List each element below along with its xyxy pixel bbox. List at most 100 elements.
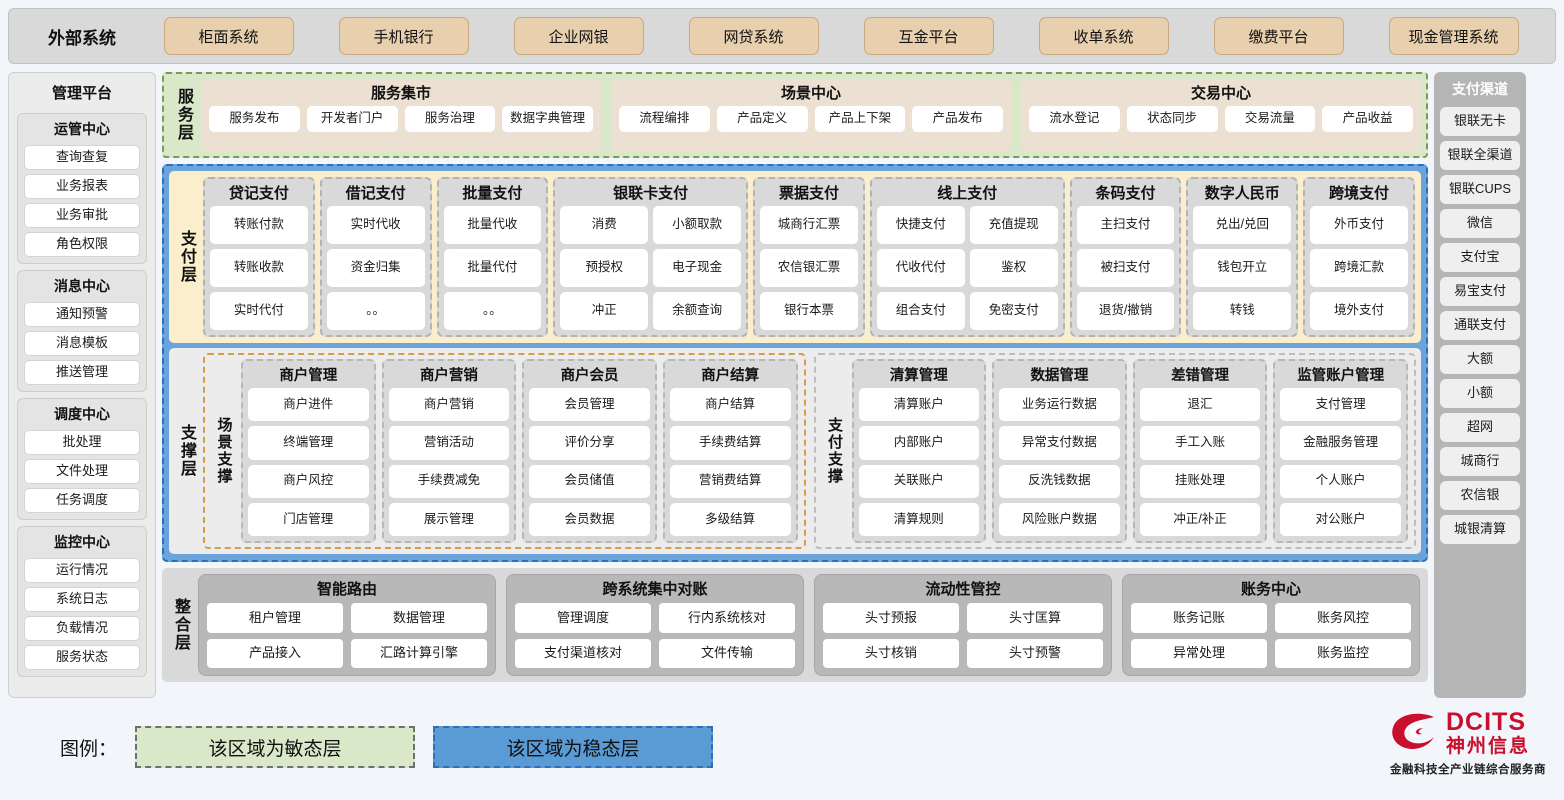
support-item-1-0-3[interactable]: 清算规则 — [858, 502, 980, 536]
support-item-0-2-3[interactable]: 会员数据 — [529, 502, 650, 536]
support-item-0-1-2[interactable]: 手续费减免 — [388, 464, 510, 498]
service-item-1-1[interactable]: 产品定义 — [716, 106, 808, 132]
payment-item-4-1-0[interactable]: 农信银汇票 — [760, 249, 858, 287]
payment-item-8-0-0[interactable]: 外币支付 — [1310, 206, 1408, 244]
payment-item-6-0-0[interactable]: 主扫支付 — [1076, 206, 1175, 244]
management-item-0-1[interactable]: 业务报表 — [24, 174, 140, 199]
external-system-chip-0[interactable]: 柜面系统 — [163, 17, 294, 55]
payment-channel-3[interactable]: 微信 — [1440, 209, 1520, 238]
support-item-1-0-2[interactable]: 关联账户 — [858, 464, 980, 498]
integration-item-3-0-1[interactable]: 账务风控 — [1275, 603, 1411, 633]
payment-item-5-1-1[interactable]: 鉴权 — [969, 249, 1058, 287]
payment-item-5-2-1[interactable]: 免密支付 — [969, 292, 1058, 330]
support-item-1-3-2[interactable]: 个人账户 — [1280, 464, 1401, 498]
service-item-0-3[interactable]: 数据字典管理 — [502, 106, 593, 132]
payment-item-0-1-0[interactable]: 转账收款 — [210, 249, 308, 287]
management-item-3-2[interactable]: 负载情况 — [24, 616, 140, 641]
support-item-1-2-2[interactable]: 挂账处理 — [1139, 464, 1261, 498]
payment-item-8-1-0[interactable]: 跨境汇款 — [1310, 249, 1408, 287]
integration-item-0-0-1[interactable]: 数据管理 — [351, 603, 487, 633]
management-item-1-1[interactable]: 消息模板 — [24, 331, 140, 356]
payment-channel-8[interactable]: 小额 — [1440, 379, 1520, 408]
service-item-1-2[interactable]: 产品上下架 — [814, 106, 906, 132]
payment-item-7-1-0[interactable]: 钱包开立 — [1193, 249, 1292, 287]
payment-channel-5[interactable]: 易宝支付 — [1440, 277, 1520, 306]
service-item-2-2[interactable]: 交易流量 — [1224, 106, 1316, 132]
integration-item-0-1-1[interactable]: 汇路计算引擎 — [351, 638, 487, 668]
payment-item-8-2-0[interactable]: 境外支付 — [1310, 292, 1408, 330]
support-item-0-0-2[interactable]: 商户风控 — [248, 464, 369, 498]
integration-item-3-1-1[interactable]: 账务监控 — [1275, 638, 1411, 668]
payment-item-5-2-0[interactable]: 组合支付 — [876, 292, 965, 330]
payment-item-3-2-0[interactable]: 冲正 — [560, 292, 649, 330]
payment-channel-9[interactable]: 超网 — [1440, 413, 1520, 442]
management-item-1-2[interactable]: 推送管理 — [24, 360, 140, 385]
payment-item-4-2-0[interactable]: 银行本票 — [760, 292, 858, 330]
external-system-chip-7[interactable]: 现金管理系统 — [1388, 17, 1519, 55]
integration-item-0-1-0[interactable]: 产品接入 — [207, 638, 343, 668]
support-item-1-2-3[interactable]: 冲正/补正 — [1139, 502, 1261, 536]
service-item-0-2[interactable]: 服务治理 — [404, 106, 496, 132]
management-item-2-2[interactable]: 任务调度 — [24, 488, 140, 513]
payment-item-5-1-0[interactable]: 代收代付 — [876, 249, 965, 287]
management-item-2-1[interactable]: 文件处理 — [24, 459, 140, 484]
integration-item-2-0-1[interactable]: 头寸匡算 — [967, 603, 1103, 633]
support-item-0-1-1[interactable]: 营销活动 — [388, 426, 510, 460]
service-item-2-3[interactable]: 产品收益 — [1322, 106, 1413, 132]
integration-item-0-0-0[interactable]: 租户管理 — [207, 603, 343, 633]
payment-item-6-1-0[interactable]: 被扫支付 — [1076, 249, 1175, 287]
support-item-0-3-3[interactable]: 多级结算 — [669, 502, 791, 536]
payment-item-3-0-0[interactable]: 消费 — [560, 206, 649, 244]
support-item-1-3-3[interactable]: 对公账户 — [1280, 502, 1401, 536]
support-item-0-0-0[interactable]: 商户进件 — [248, 388, 369, 422]
integration-item-2-0-0[interactable]: 头寸预报 — [823, 603, 959, 633]
support-item-0-3-1[interactable]: 手续费结算 — [669, 426, 791, 460]
payment-item-0-2-0[interactable]: 实时代付 — [210, 292, 308, 330]
payment-channel-0[interactable]: 银联无卡 — [1440, 107, 1520, 136]
integration-item-2-1-1[interactable]: 头寸预警 — [967, 638, 1103, 668]
payment-item-2-2-0[interactable]: 。。 — [443, 292, 542, 330]
management-item-3-1[interactable]: 系统日志 — [24, 587, 140, 612]
integration-item-1-1-1[interactable]: 文件传输 — [659, 638, 795, 668]
management-item-3-3[interactable]: 服务状态 — [24, 645, 140, 670]
payment-item-7-0-0[interactable]: 兑出/兑回 — [1193, 206, 1292, 244]
payment-item-3-1-1[interactable]: 电子现金 — [653, 249, 742, 287]
service-item-1-3[interactable]: 产品发布 — [912, 106, 1003, 132]
management-item-0-3[interactable]: 角色权限 — [24, 232, 140, 257]
service-item-1-0[interactable]: 流程编排 — [619, 106, 710, 132]
support-item-0-1-0[interactable]: 商户营销 — [388, 388, 510, 422]
support-item-1-3-0[interactable]: 支付管理 — [1280, 388, 1401, 422]
support-item-1-1-1[interactable]: 异常支付数据 — [999, 426, 1120, 460]
support-item-0-3-0[interactable]: 商户结算 — [669, 388, 791, 422]
support-item-1-0-0[interactable]: 清算账户 — [858, 388, 980, 422]
support-item-1-2-0[interactable]: 退汇 — [1139, 388, 1261, 422]
support-item-1-1-2[interactable]: 反洗钱数据 — [999, 464, 1120, 498]
payment-channel-12[interactable]: 城银清算 — [1440, 515, 1520, 544]
payment-channel-11[interactable]: 农信银 — [1440, 481, 1520, 510]
payment-channel-2[interactable]: 银联CUPS — [1440, 175, 1520, 204]
support-item-0-2-1[interactable]: 评价分享 — [529, 426, 650, 460]
service-item-0-1[interactable]: 开发者门户 — [306, 106, 398, 132]
payment-item-1-2-0[interactable]: 。。 — [326, 292, 425, 330]
service-item-0-0[interactable]: 服务发布 — [209, 106, 300, 132]
integration-item-3-0-0[interactable]: 账务记账 — [1131, 603, 1267, 633]
external-system-chip-3[interactable]: 网贷系统 — [688, 17, 819, 55]
payment-item-2-1-0[interactable]: 批量代付 — [443, 249, 542, 287]
support-item-0-0-1[interactable]: 终端管理 — [248, 426, 369, 460]
management-item-2-0[interactable]: 批处理 — [24, 430, 140, 455]
service-item-2-1[interactable]: 状态同步 — [1126, 106, 1218, 132]
support-item-1-1-0[interactable]: 业务运行数据 — [999, 388, 1120, 422]
payment-channel-4[interactable]: 支付宝 — [1440, 243, 1520, 272]
support-item-0-1-3[interactable]: 展示管理 — [388, 502, 510, 536]
payment-item-3-0-1[interactable]: 小额取款 — [653, 206, 742, 244]
payment-channel-10[interactable]: 城商行 — [1440, 447, 1520, 476]
payment-channel-7[interactable]: 大额 — [1440, 345, 1520, 374]
support-item-1-1-3[interactable]: 风险账户数据 — [999, 502, 1120, 536]
support-item-0-3-2[interactable]: 营销费结算 — [669, 464, 791, 498]
service-item-2-0[interactable]: 流水登记 — [1029, 106, 1120, 132]
payment-item-0-0-0[interactable]: 转账付款 — [210, 206, 308, 244]
integration-item-1-0-0[interactable]: 管理调度 — [515, 603, 651, 633]
management-item-0-0[interactable]: 查询查复 — [24, 145, 140, 170]
payment-item-5-0-0[interactable]: 快捷支付 — [876, 206, 965, 244]
payment-item-7-2-0[interactable]: 转钱 — [1193, 292, 1292, 330]
